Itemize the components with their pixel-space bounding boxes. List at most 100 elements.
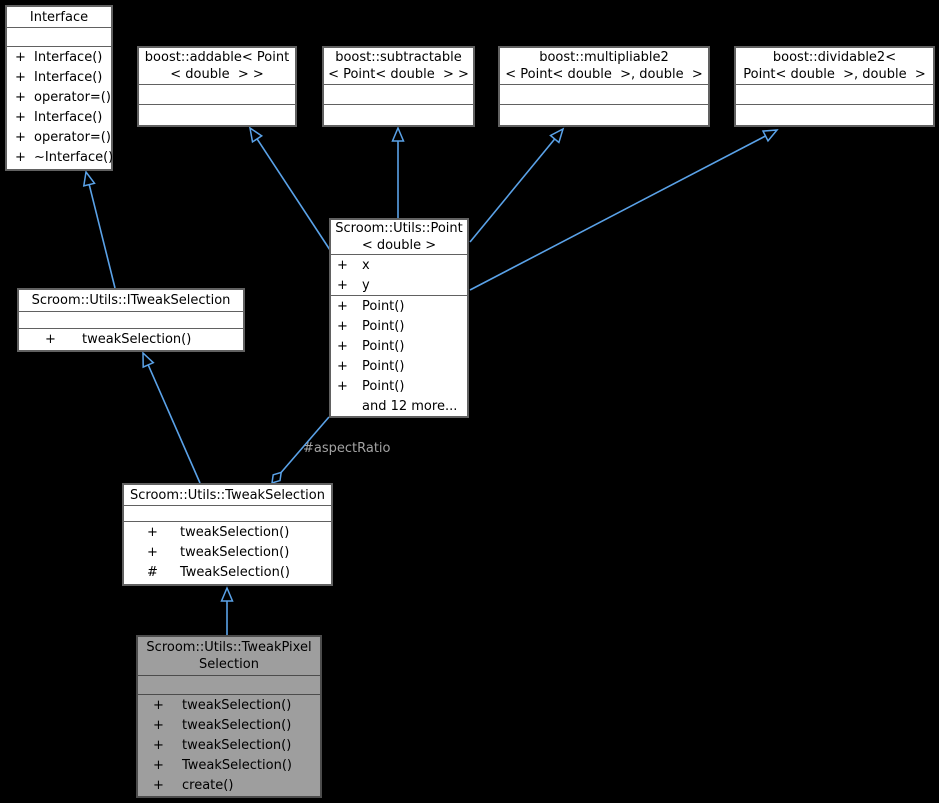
edge-label-aspect-ratio: #aspectRatio (303, 441, 391, 456)
member-name: Point() (362, 298, 405, 314)
methods-section (139, 105, 295, 124)
member-visibility: + (337, 338, 348, 354)
member-visibility: + (45, 331, 56, 347)
member-visibility: + (153, 717, 164, 733)
member-row: + Point() (331, 336, 467, 356)
member-visibility: + (15, 109, 26, 125)
methods-section (324, 105, 473, 124)
member-visibility: + (337, 257, 348, 273)
member-name: Interface() (34, 49, 103, 65)
methods-section: +Interface() +Interface() +operator=() +… (7, 47, 114, 167)
member-name: tweakSelection() (180, 544, 290, 560)
edge-tweakpixelselection-to-tweakselection (220, 586, 234, 635)
member-row: +TweakSelection() (138, 755, 320, 775)
title-line: boost::dividable2< (772, 50, 897, 65)
member-visibility: + (337, 277, 348, 293)
class-title: boost::dividable2<Point< double >, doubl… (736, 48, 933, 85)
member-row: + tweakSelection() (124, 522, 331, 542)
member-name: tweakSelection() (82, 331, 192, 347)
member-row: + ~Interface() (7, 147, 114, 167)
member-visibility: + (337, 358, 348, 374)
class-title: Scroom::Utils::Point< double > (331, 220, 467, 255)
member-name: Point() (362, 318, 405, 334)
member-row: + Interface() (7, 67, 111, 87)
member-row: + create() (138, 775, 320, 795)
member-row: + tweakSelection() (138, 695, 320, 715)
class-title: Scroom::Utils::ITweakSelection (19, 290, 243, 312)
attributes-section (138, 676, 320, 695)
attribute-row: +x (331, 255, 467, 275)
member-row: and 12 more... (331, 396, 467, 416)
edge-point-to-dividable2 (469, 129, 779, 291)
member-visibility: + (153, 777, 164, 793)
member-name: Point() (362, 338, 405, 354)
methods-section (736, 105, 933, 124)
member-visibility: + (337, 378, 348, 394)
member-visibility: + (15, 149, 26, 165)
title-line: < Point< double > > (328, 67, 469, 82)
member-visibility: + (153, 697, 164, 713)
methods-section: +tweakSelection() +tweakSelection() #Twe… (124, 522, 331, 582)
member-visibility: + (337, 318, 348, 334)
class-node-itweakselection[interactable]: Scroom::Utils::ITweakSelection + tweakSel… (17, 288, 245, 352)
member-row: + Interface() (7, 107, 111, 127)
attributes-section (324, 85, 473, 105)
class-node-point[interactable]: Scroom::Utils::Point< double > +x +y +Po… (329, 218, 469, 418)
class-node-boost-addable[interactable]: boost::addable< Point< double > > (137, 46, 297, 127)
hollow-arrowhead (391, 126, 405, 142)
member-visibility: + (153, 757, 164, 773)
title-line: Selection (199, 657, 259, 672)
class-node-boost-dividable2[interactable]: boost::dividable2<Point< double >, doubl… (734, 46, 935, 127)
member-name: y (362, 277, 370, 293)
member-row: + tweakSelection() (124, 542, 331, 562)
member-row: + Point() (331, 376, 467, 396)
member-row: +Point() (331, 356, 467, 376)
title-line: Scroom::Utils::TweakPixel (146, 640, 312, 655)
class-title: Scroom::Utils::TweakSelection (124, 485, 331, 506)
member-name: tweakSelection() (182, 697, 292, 713)
methods-section: +Point() +Point() +Point() +Point() +Poi… (331, 296, 467, 416)
attributes-section (7, 28, 111, 47)
member-name: operator=() (34, 89, 111, 105)
edge-point-to-subtractable (391, 126, 405, 218)
member-name: create() (182, 777, 234, 793)
member-visibility: + (15, 69, 26, 85)
member-name: Point() (362, 378, 405, 394)
member-visibility: + (147, 544, 158, 560)
member-name: operator=() (34, 129, 111, 145)
title-line: boost::subtractable (335, 50, 462, 65)
member-name: Interface() (34, 69, 103, 85)
member-visibility: + (15, 49, 26, 65)
attribute-row: +y (331, 275, 467, 295)
member-name: TweakSelection() (180, 564, 290, 580)
edge-point-to-addable (248, 126, 331, 251)
member-name: Interface() (34, 109, 103, 125)
member-row: +tweakSelection() (138, 715, 320, 735)
hollow-arrowhead (761, 129, 779, 143)
class-node-tweakselection[interactable]: Scroom::Utils::TweakSelection +tweakSele… (122, 483, 333, 586)
member-row: + tweakSelection() (19, 329, 243, 349)
attributes-section (500, 85, 708, 105)
title-line: Scroom::Utils::Point (335, 221, 463, 236)
class-node-boost-subtractable[interactable]: boost::subtractable< Point< double > > (322, 46, 475, 127)
title-line: boost::multipliable2 (539, 50, 669, 65)
hollow-arrowhead (220, 586, 234, 602)
hollow-arrowhead (142, 351, 155, 369)
title-line: boost::addable< Point (144, 50, 290, 65)
member-name: ~Interface() (34, 149, 114, 165)
member-row: +tweakSelection() (138, 735, 320, 755)
member-name: tweakSelection() (180, 524, 290, 540)
member-visibility: + (153, 737, 164, 753)
member-row: +operator=() (7, 127, 111, 147)
member-name: and 12 more... (362, 398, 458, 414)
member-row: + Point() (331, 316, 467, 336)
methods-section: + tweakSelection() (19, 329, 243, 349)
attributes-section: +x +y (331, 255, 467, 296)
member-visibility: + (147, 524, 158, 540)
class-node-interface[interactable]: Interface +Interface() +Interface() +ope… (5, 5, 113, 171)
class-node-boost-multipliable2[interactable]: boost::multipliable2< Point< double >, d… (498, 46, 710, 127)
open-diamond (271, 471, 283, 485)
